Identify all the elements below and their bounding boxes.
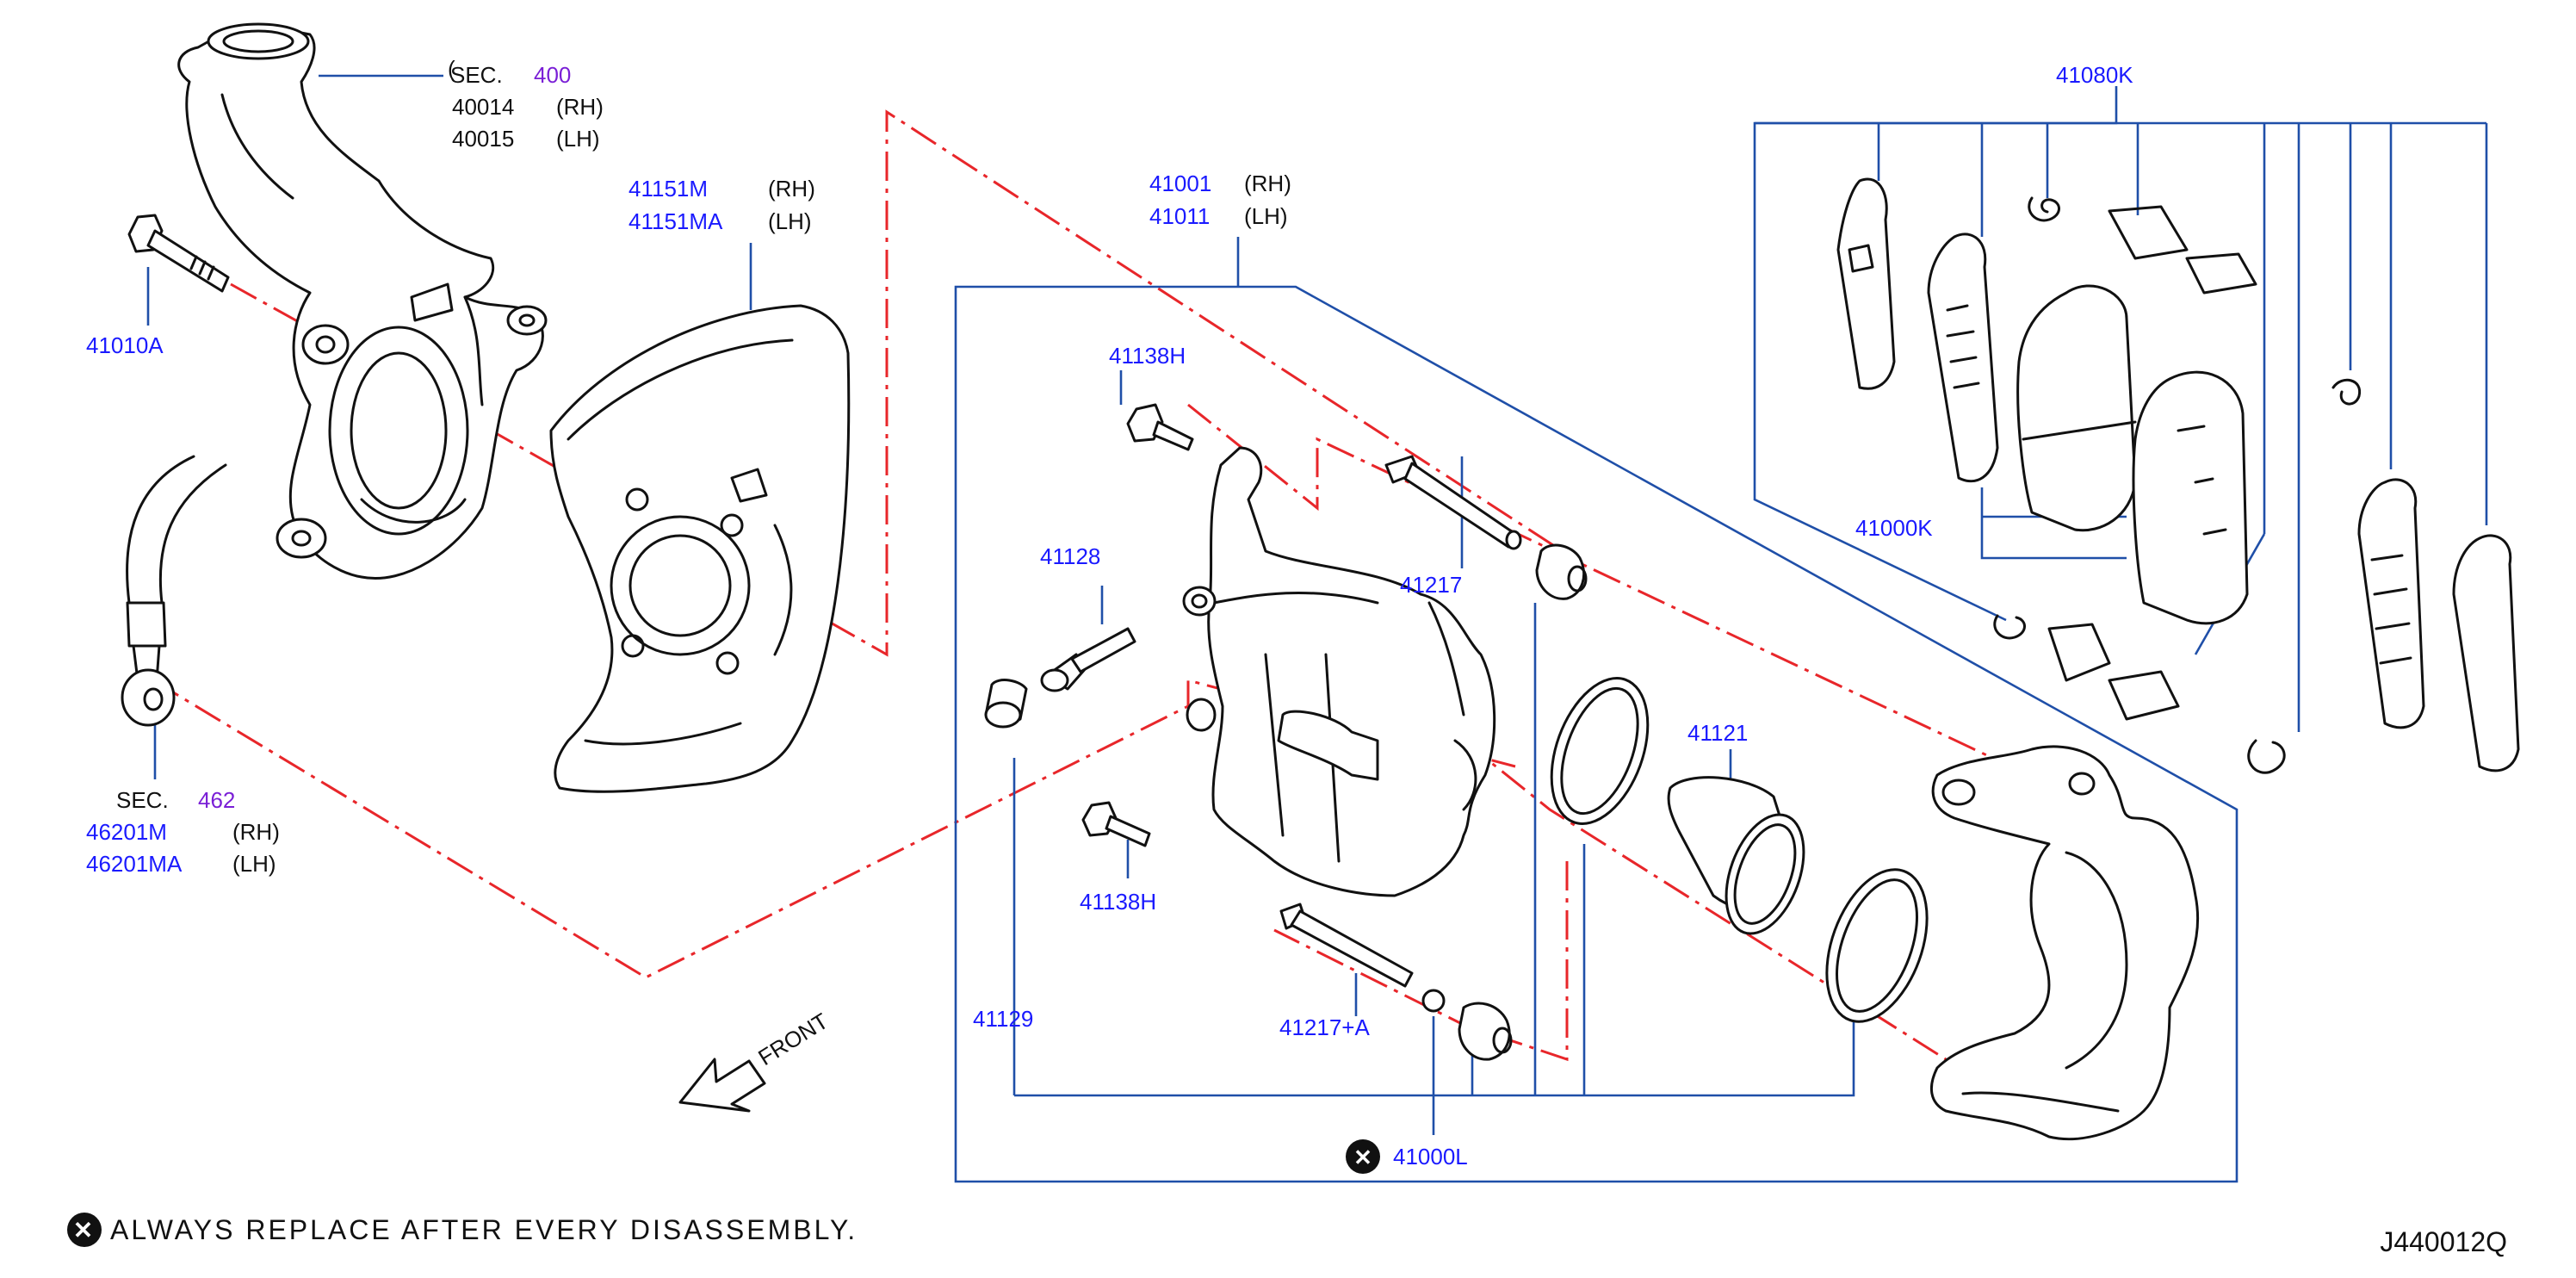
- label-46201ma-side: (LH): [232, 851, 276, 877]
- label-41217a[interactable]: 41217+A: [1279, 1014, 1370, 1040]
- footer-note: ✕ ALWAYS REPLACE AFTER EVERY DISASSEMBLY…: [67, 1213, 858, 1247]
- label-front: FRONT: [753, 1008, 833, 1070]
- label-40014[interactable]: 40014: [452, 94, 514, 120]
- front-arrow: [678, 1058, 766, 1113]
- centerline-piston: [1463, 739, 1947, 1061]
- label-46201m[interactable]: 46201M: [86, 819, 167, 845]
- label-41080k[interactable]: 41080K: [2056, 62, 2133, 88]
- label-41000k[interactable]: 41000K: [1855, 515, 1933, 541]
- label-41217[interactable]: 41217: [1400, 572, 1462, 598]
- label-41000l[interactable]: 41000L: [1393, 1144, 1468, 1169]
- brake-pads: [1836, 177, 2520, 774]
- label-sec-400-num[interactable]: 400: [534, 62, 571, 88]
- label-41128[interactable]: 41128: [1040, 543, 1100, 569]
- centerline-upper-pin: [1187, 403, 2084, 803]
- caliper-bracket: [1929, 745, 2200, 1141]
- label-41010a[interactable]: 41010A: [86, 332, 164, 358]
- dust-shield: [549, 304, 851, 793]
- label-40015[interactable]: 40015: [452, 126, 514, 152]
- centerline-lower-pin: [1273, 861, 1569, 1062]
- label-sec-400: SEC.: [450, 62, 503, 88]
- brake-hose: [121, 455, 227, 727]
- label-41011[interactable]: 41011: [1149, 203, 1210, 229]
- label-46201m-side: (RH): [232, 819, 280, 845]
- label-40014-side: (RH): [556, 94, 604, 120]
- label-41001[interactable]: 41001: [1149, 171, 1211, 196]
- label-41151ma-side: (LH): [768, 208, 812, 234]
- diagram-code: J440012Q: [2380, 1226, 2507, 1257]
- label-41121[interactable]: 41121: [1687, 720, 1748, 746]
- label-41138h-bottom[interactable]: 41138H: [1080, 889, 1156, 915]
- label-41151m[interactable]: 41151M: [629, 176, 708, 202]
- caliper-body: [1182, 446, 1496, 897]
- replace-x-icon: ✕: [67, 1213, 102, 1247]
- replace-marker-41000l: ✕: [1346, 1139, 1380, 1174]
- label-46201ma[interactable]: 46201MA: [86, 851, 183, 877]
- label-41138h-top[interactable]: 41138H: [1109, 343, 1186, 369]
- label-41151ma[interactable]: 41151MA: [629, 208, 723, 234]
- paren-open-400: (: [448, 56, 455, 82]
- part-labels: SEC. 400 ( 40014 (RH) 40015 (LH) 41010A …: [86, 56, 2133, 1169]
- label-41001-side: (RH): [1244, 171, 1291, 196]
- label-sec-462-num[interactable]: 462: [198, 787, 235, 813]
- bolt-41010a: [127, 214, 230, 293]
- label-40015-side: (LH): [556, 126, 600, 152]
- label-41129[interactable]: 41129: [973, 1006, 1033, 1032]
- label-41151m-side: (RH): [768, 176, 815, 202]
- replace-x-icon: ✕: [1353, 1145, 1372, 1170]
- footer-note-text: ALWAYS REPLACE AFTER EVERY DISASSEMBLY.: [110, 1213, 858, 1245]
- label-sec-462: SEC.: [116, 787, 169, 813]
- steering-knuckle: [177, 22, 548, 580]
- caliper-small-parts: [984, 403, 1929, 1061]
- label-41011-side: (LH): [1244, 203, 1288, 229]
